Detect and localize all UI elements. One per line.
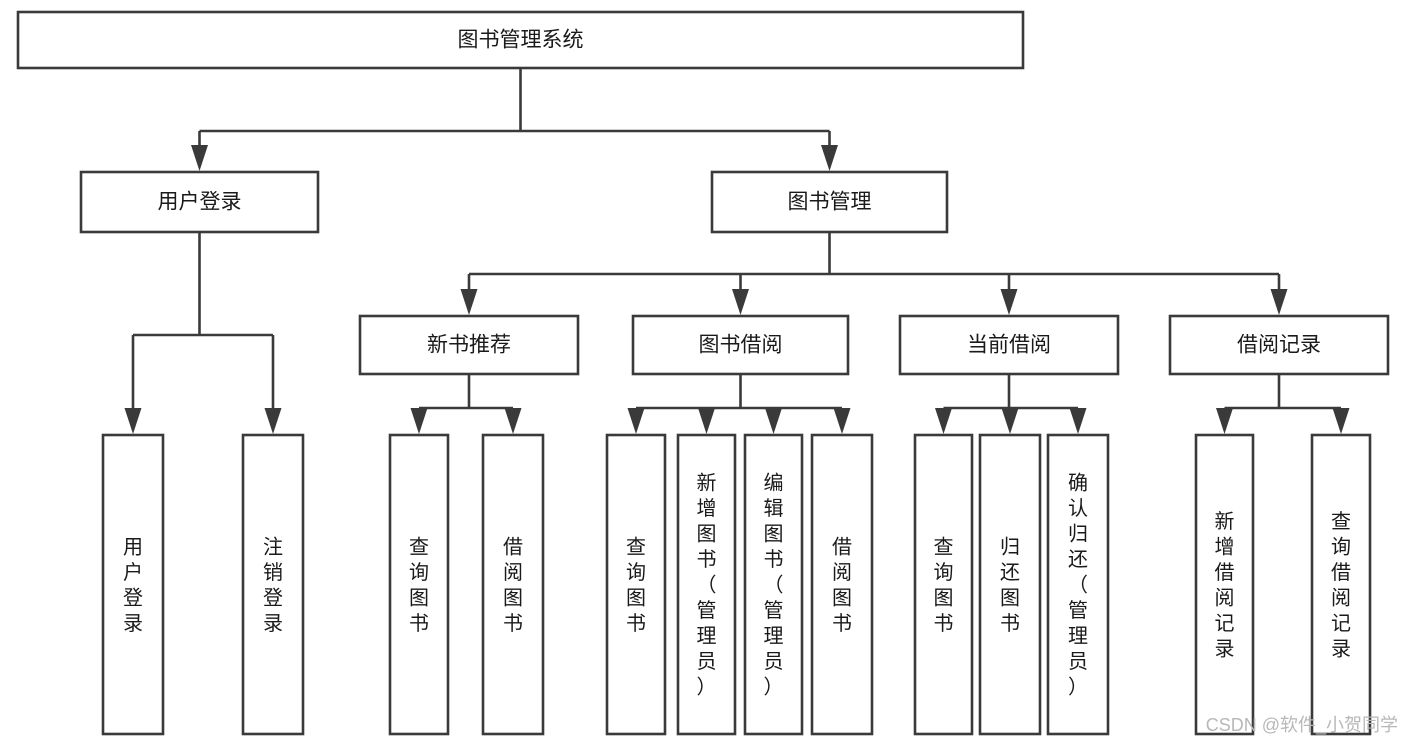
node-user-login[interactable]: 用户登录 xyxy=(79,170,320,234)
node-box[interactable] xyxy=(388,433,450,736)
node-label: 用户登录 xyxy=(123,536,143,635)
node-label: 注销登录 xyxy=(263,535,283,635)
arrow-head-icon xyxy=(124,408,142,434)
arrow-head-icon xyxy=(410,408,428,434)
arrow-head-icon xyxy=(627,408,645,434)
node-box[interactable] xyxy=(605,433,667,736)
node-label: 借阅图书 xyxy=(832,535,852,635)
arrow-head-icon xyxy=(1332,408,1350,434)
node-box[interactable] xyxy=(16,10,1025,70)
node-label: 图书借阅 xyxy=(699,334,783,357)
node-label: 借阅图书 xyxy=(503,535,523,635)
node-leaf-add-record[interactable]: 新增借阅记录 xyxy=(1194,433,1255,736)
node-leaf-edit-book[interactable]: 编辑图书（管理员） xyxy=(743,433,804,736)
connector-layer xyxy=(124,68,1350,434)
node-leaf-query-record[interactable]: 查询借阅记录 xyxy=(1310,433,1372,736)
node-root[interactable]: 图书管理系统 xyxy=(16,10,1025,70)
arrow-head-icon xyxy=(1001,408,1019,434)
node-box[interactable] xyxy=(1194,433,1255,736)
node-box[interactable] xyxy=(358,314,580,376)
node-label: 用户登录 xyxy=(158,191,242,214)
node-box[interactable] xyxy=(631,314,850,376)
node-box[interactable] xyxy=(1046,433,1110,736)
arrow-head-icon xyxy=(504,408,522,434)
node-new-book-rec[interactable]: 新书推荐 xyxy=(358,314,580,376)
node-leaf-query-book-2[interactable]: 查询图书 xyxy=(605,433,667,736)
node-leaf-borrow-book-2[interactable]: 借阅图书 xyxy=(810,433,874,736)
node-label: 新书推荐 xyxy=(427,334,511,357)
node-label: 查询借阅记录 xyxy=(1331,510,1351,661)
node-label: 确认归还（管理员） xyxy=(1068,472,1088,699)
watermark-label: CSDN @软件_小贺同学 xyxy=(1206,715,1398,736)
arrow-head-icon xyxy=(698,408,715,434)
node-label: 编辑图书（管理员） xyxy=(764,472,784,699)
node-box[interactable] xyxy=(79,170,320,234)
node-label: 当前借阅 xyxy=(967,334,1051,357)
node-leaf-add-book[interactable]: 新增图书（管理员） xyxy=(676,433,737,736)
node-label: 归还图书 xyxy=(1000,535,1020,635)
arrow-head-icon xyxy=(191,145,208,171)
arrow-head-icon xyxy=(1000,289,1018,315)
node-layer: 图书管理系统用户登录图书管理新书推荐图书借阅当前借阅借阅记录用户登录注销登录查询… xyxy=(16,10,1390,736)
node-label: 图书管理系统 xyxy=(458,29,584,52)
node-label: 图书管理 xyxy=(788,191,872,214)
node-box[interactable] xyxy=(481,433,545,736)
arrow-head-icon xyxy=(460,289,478,315)
node-label: 查询图书 xyxy=(409,535,429,635)
node-box[interactable] xyxy=(241,433,305,736)
arrow-head-icon xyxy=(821,145,838,171)
node-box[interactable] xyxy=(1310,433,1372,736)
node-box[interactable] xyxy=(676,433,737,736)
node-box[interactable] xyxy=(913,433,974,736)
node-leaf-confirm-return[interactable]: 确认归还（管理员） xyxy=(1046,433,1110,736)
node-box[interactable] xyxy=(101,433,165,736)
node-leaf-logout[interactable]: 注销登录 xyxy=(241,433,305,736)
arrow-head-icon xyxy=(1270,289,1288,315)
arrow-head-icon xyxy=(935,408,952,434)
node-leaf-query-book-3[interactable]: 查询图书 xyxy=(913,433,974,736)
node-current-borrow[interactable]: 当前借阅 xyxy=(898,314,1120,376)
node-leaf-return-book[interactable]: 归还图书 xyxy=(978,433,1042,736)
node-label: 借阅记录 xyxy=(1237,334,1321,357)
node-borrow-record[interactable]: 借阅记录 xyxy=(1168,314,1390,376)
node-box[interactable] xyxy=(898,314,1120,376)
node-leaf-borrow-book-1[interactable]: 借阅图书 xyxy=(481,433,545,736)
node-box[interactable] xyxy=(743,433,804,736)
node-label: 查询图书 xyxy=(626,535,646,635)
node-box[interactable] xyxy=(710,170,949,234)
node-box[interactable] xyxy=(978,433,1042,736)
node-label: 新增借阅记录 xyxy=(1215,510,1235,661)
node-leaf-query-book-1[interactable]: 查询图书 xyxy=(388,433,450,736)
arrow-head-icon xyxy=(1069,408,1087,434)
arrow-head-icon xyxy=(264,408,282,434)
arrow-head-icon xyxy=(833,408,851,434)
node-box[interactable] xyxy=(810,433,874,736)
node-label: 查询图书 xyxy=(934,535,954,635)
node-book-borrow[interactable]: 图书借阅 xyxy=(631,314,850,376)
node-label: 新增图书（管理员） xyxy=(697,472,717,699)
node-box[interactable] xyxy=(1168,314,1390,376)
node-book-manage[interactable]: 图书管理 xyxy=(710,170,949,234)
arrow-head-icon xyxy=(1216,408,1233,434)
node-leaf-user-login[interactable]: 用户登录 xyxy=(101,433,165,736)
arrow-head-icon xyxy=(732,289,749,315)
arrow-head-icon xyxy=(765,408,782,434)
